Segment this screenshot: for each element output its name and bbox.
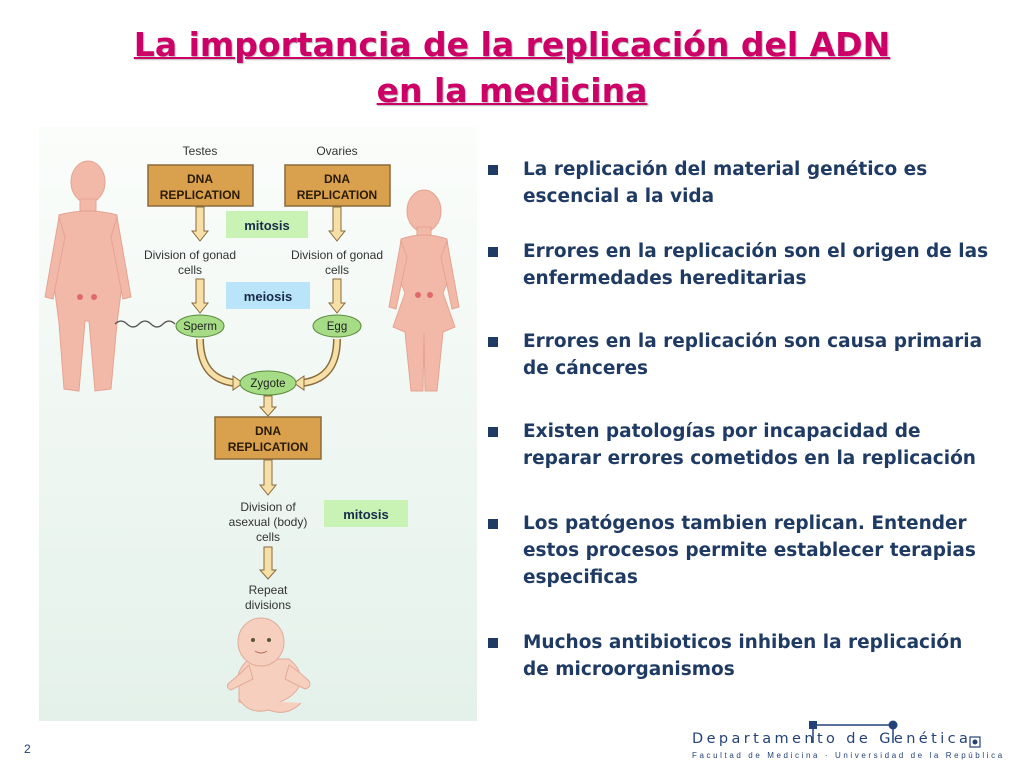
dna-replication-box-right: DNA REPLICATION: [284, 164, 391, 207]
department-subtitle: Facultad de Medicina · Universidad de la…: [692, 751, 1005, 760]
bullet-item: Existen patologías por incapacidad de re…: [488, 418, 1018, 472]
arrows-to-zygote: [196, 338, 341, 391]
slide-number: 2: [24, 742, 31, 756]
arrows-top: [190, 206, 347, 242]
bullet-square-icon: [488, 165, 498, 175]
dna-replication-box-bottom: DNA REPLICATION: [214, 416, 322, 460]
department-logo: Departamento de Genética Facultad de Med…: [678, 715, 1002, 765]
mitosis-label-bottom: mitosis: [343, 507, 389, 522]
female-body-icon: [388, 189, 460, 392]
bullet-item: Errores en la replicación son causa prim…: [488, 328, 1018, 382]
bullet-square-icon: [488, 337, 498, 347]
svg-text:REPLICATION: REPLICATION: [228, 440, 308, 454]
bullet-square-icon: [488, 519, 498, 529]
meiosis-label: meiosis: [244, 289, 292, 304]
bullet-square-icon: [488, 638, 498, 648]
ovaries-label: Ovaries: [316, 144, 357, 158]
sperm-cell: Sperm: [175, 314, 225, 338]
bullet-list: La replicación del material genético es …: [488, 156, 1018, 683]
arrow-to-repeat: [258, 546, 278, 580]
slide-title-line2: en la medicina: [376, 71, 648, 110]
division-gonad-right-line2: cells: [325, 263, 349, 277]
department-name: Departamento de Genética: [692, 731, 972, 747]
slide-title: La importancia de la replicación del ADN…: [0, 22, 1024, 114]
logo-line-graphic: [809, 720, 981, 748]
slide-title-line1: La importancia de la replicación del ADN: [133, 25, 891, 64]
arrows-middle: [190, 278, 347, 314]
arrow-zygote-down: [258, 395, 278, 417]
mitosis-label-top: mitosis: [244, 218, 290, 233]
bullet-item: Los patógenos tambien replican. Entender…: [488, 510, 1018, 591]
svg-text:REPLICATION: REPLICATION: [297, 188, 377, 202]
sperm-tail: [114, 320, 176, 328]
repeat-divisions-line1: Repeat: [249, 583, 288, 597]
svg-text:DNA: DNA: [255, 424, 281, 438]
svg-text:REPLICATION: REPLICATION: [160, 188, 240, 202]
bullet-item: La replicación del material genético es …: [488, 156, 1018, 210]
baby-icon: [226, 617, 311, 713]
division-gonad-left-line2: cells: [178, 263, 202, 277]
asexual-division-line2: asexual (body): [229, 515, 308, 529]
repeat-divisions-line2: divisions: [245, 598, 291, 612]
division-gonad-left-line1: Division of gonad: [144, 248, 236, 262]
dna-replication-box-left: DNA REPLICATION: [147, 164, 254, 207]
bullet-item: Errores en la replicación son el origen …: [488, 238, 1018, 292]
dna-replication-diagram: Testes Ovaries DNA REPLICATION DNA REPLI…: [39, 127, 477, 721]
testes-label: Testes: [183, 144, 218, 158]
svg-text:DNA: DNA: [187, 172, 213, 186]
svg-text:Zygote: Zygote: [250, 378, 285, 390]
svg-text:Sperm: Sperm: [183, 321, 217, 333]
svg-text:Egg: Egg: [327, 321, 347, 333]
arrow-to-division: [258, 459, 278, 496]
bullet-item: Muchos antibioticos inhiben la replicaci…: [488, 629, 1018, 683]
svg-text:DNA: DNA: [324, 172, 350, 186]
male-body-icon: [44, 160, 132, 392]
bullet-square-icon: [488, 247, 498, 257]
division-gonad-right-line1: Division of gonad: [291, 248, 383, 262]
asexual-division-line3: cells: [256, 530, 280, 544]
zygote-cell: Zygote: [239, 370, 297, 396]
egg-cell: Egg: [312, 314, 362, 338]
bullet-square-icon: [488, 427, 498, 437]
asexual-division-line1: Division of: [240, 500, 296, 514]
